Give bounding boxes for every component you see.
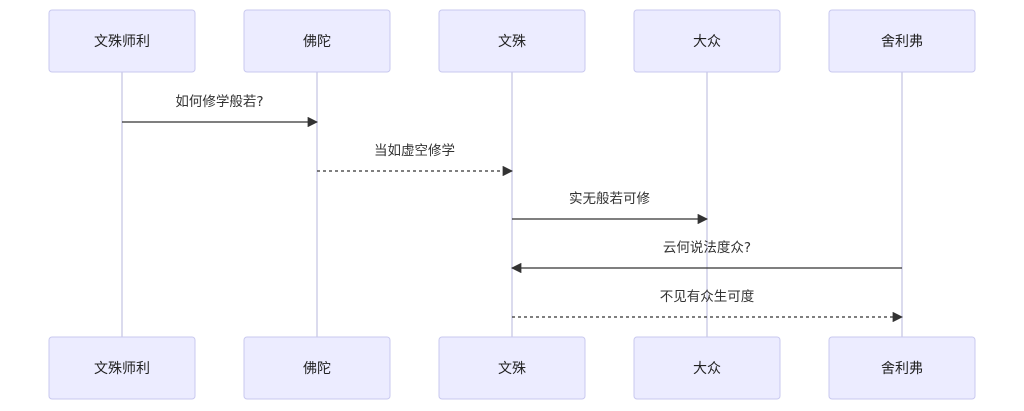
actor-box	[438, 336, 586, 400]
actor-label: 佛陀	[303, 34, 331, 50]
message-1: 如何修学般若?	[122, 94, 319, 128]
actor-box	[48, 336, 196, 400]
actor-label: 文殊师利	[94, 34, 150, 50]
actor-box	[828, 336, 976, 400]
actor-box	[243, 9, 391, 73]
actor-box	[633, 336, 781, 400]
message-label: 实无般若可修	[569, 191, 650, 207]
actor-box	[48, 9, 196, 73]
actor-shariputra-bottom: 舍利弗	[828, 336, 976, 400]
actor-label: 佛陀	[303, 361, 331, 377]
actor-assembly-top: 大众	[633, 9, 781, 73]
actor-label: 大众	[693, 361, 721, 377]
actor-manjushri-bottom: 文殊师利	[48, 336, 196, 400]
message-3: 实无般若可修	[512, 191, 709, 225]
message-label: 如何修学般若?	[175, 94, 263, 110]
actor-box	[633, 9, 781, 73]
actor-buddha-bottom: 佛陀	[243, 336, 391, 400]
message-4: 云何说法度众?	[510, 240, 902, 274]
actor-label: 文殊师利	[94, 361, 150, 377]
actor-label: 文殊	[498, 361, 526, 377]
message-5: 不见有众生可度	[512, 289, 904, 323]
actor-label: 大众	[693, 34, 721, 50]
actor-label: 文殊	[498, 34, 526, 50]
message-label: 云何说法度众?	[663, 240, 751, 256]
message-label: 不见有众生可度	[660, 289, 755, 305]
actor-box	[438, 9, 586, 73]
actor-wenshu-bottom: 文殊	[438, 336, 586, 400]
actor-label: 舍利弗	[881, 34, 923, 50]
actor-assembly-bottom: 大众	[633, 336, 781, 400]
actor-wenshu-top: 文殊	[438, 9, 586, 73]
actor-manjushri-top: 文殊师利	[48, 9, 196, 73]
actor-box	[828, 9, 976, 73]
actor-box	[243, 336, 391, 400]
actor-shariputra-top: 舍利弗	[828, 9, 976, 73]
actor-label: 舍利弗	[881, 361, 923, 377]
message-label: 当如虚空修学	[374, 143, 455, 159]
message-2: 当如虚空修学	[317, 143, 514, 177]
actor-buddha-top: 佛陀	[243, 9, 391, 73]
